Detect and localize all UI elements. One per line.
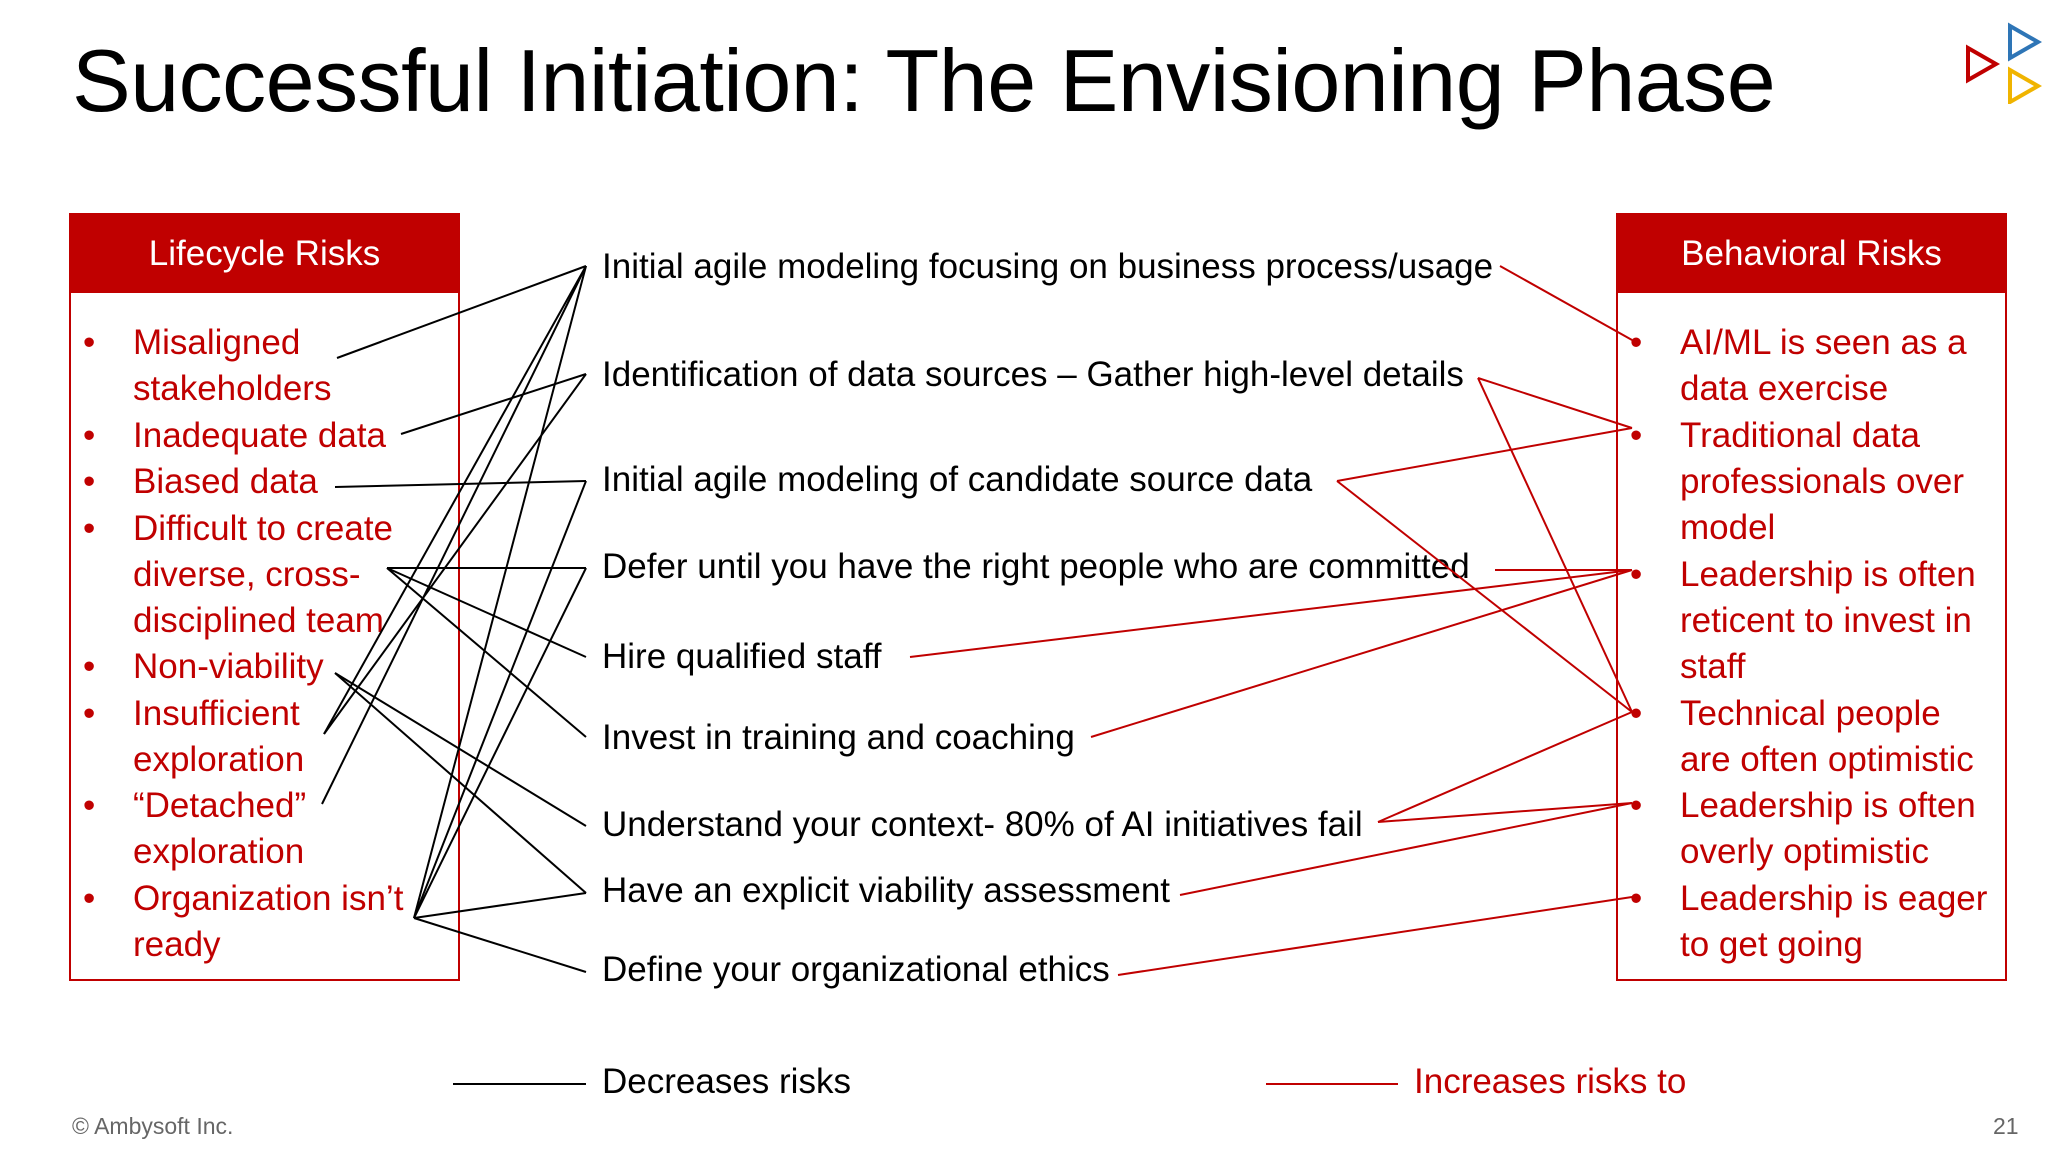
bullet-icon: • [83,323,96,362]
practice-item: Identification of data sources – Gather … [602,355,1464,394]
bullet-icon: • [1630,786,1643,825]
bullet-icon: • [1630,694,1643,733]
practice-item: Initial agile modeling of candidate sour… [602,460,1313,499]
practice-item: Initial agile modeling focusing on busin… [602,247,1494,286]
bullet-icon: • [1630,879,1643,918]
practice-item: Have an explicit viability assessment [602,871,1171,910]
page-number: 21 [1993,1113,2019,1139]
bullet-icon: • [1630,323,1643,362]
bullet-icon: • [83,786,96,825]
bullet-icon: • [83,462,96,501]
practice-item: Invest in training and coaching [602,718,1075,757]
copyright-footer: © Ambysoft Inc. [72,1113,234,1139]
bullet-icon: • [83,694,96,733]
increase-links [909,265,1633,976]
decrease-links [321,265,587,973]
legend-increases-label: Increases risks to [1414,1062,1687,1101]
behavioral-risks-header: Behavioral Risks [1618,215,2005,293]
play-triangles-logo-icon [1966,22,2042,104]
bullet-icon: • [83,416,96,455]
practice-item: Hire qualified staff [602,637,882,676]
bullet-icon: • [1630,416,1643,455]
practice-item: Defer until you have the right people wh… [602,547,1470,586]
bullet-icon: • [83,879,96,918]
practice-item: Define your organizational ethics [602,950,1110,989]
bullet-icon: • [83,647,96,686]
bullet-icon: • [83,509,96,548]
lifecycle-risks-header: Lifecycle Risks [71,215,458,293]
page-title: Successful Initiation: The Envisioning P… [72,31,1776,130]
legend-decreases-label: Decreases risks [602,1062,851,1101]
practice-item: Understand your context- 80% of AI initi… [602,805,1363,844]
bullet-icon: • [1630,555,1643,594]
